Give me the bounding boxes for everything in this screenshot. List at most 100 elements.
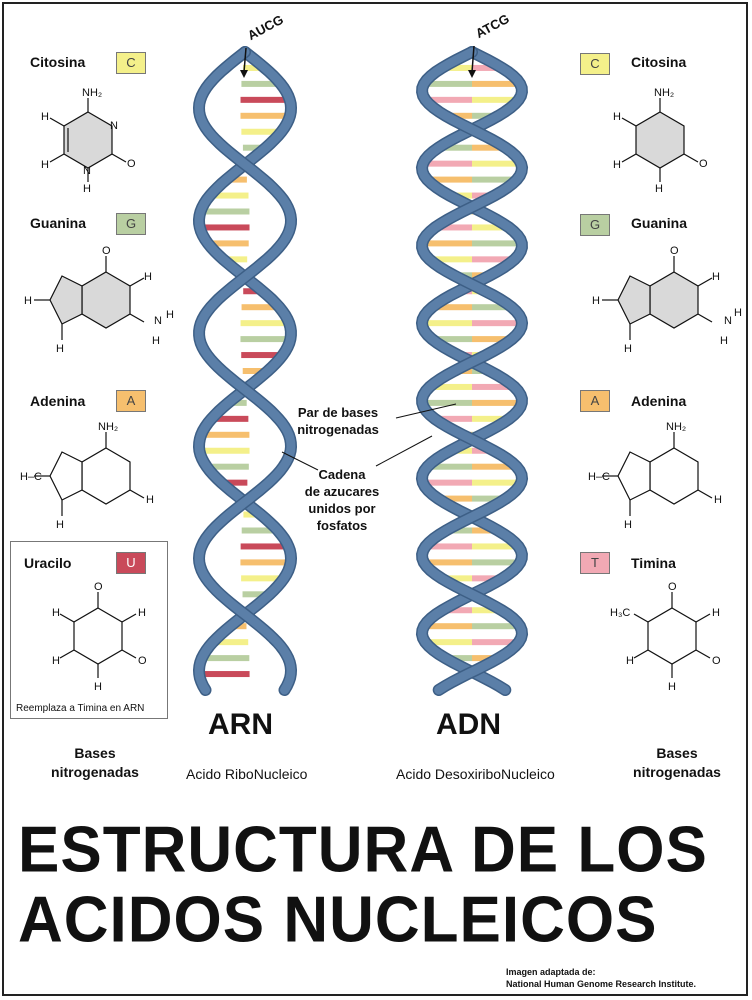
dna-base-half (423, 559, 472, 566)
svg-text:H: H (83, 183, 91, 194)
dna-base-half (472, 495, 506, 502)
rna-sequence-arrowhead (240, 70, 248, 78)
main-title-line-1: ESTRUCTURA DE LOS (18, 813, 708, 887)
uracil-replaces-thymine-note: Reemplaza a Timina en ARN (16, 703, 145, 714)
rna-base (241, 575, 284, 582)
rna-base (242, 368, 268, 374)
svg-text:H: H (52, 655, 60, 667)
svg-text:H: H (138, 607, 146, 619)
dna-base-half (472, 479, 522, 486)
left-cytosine-badge: C (116, 52, 146, 74)
right-guanine-structure: OHN HH HH (592, 245, 742, 355)
rna-base (206, 463, 249, 470)
helix-backbone (417, 47, 527, 695)
right-bases-caption: Bases nitrogenadas (633, 745, 721, 780)
svg-text:O: O (699, 158, 708, 170)
svg-text:N: N (724, 315, 732, 327)
left-guanine-label: Guanina (30, 215, 87, 231)
left-uracil-badge: U (116, 552, 146, 574)
rna-title: ARN (208, 708, 273, 741)
rna-base (226, 176, 247, 183)
svg-text:O: O (127, 158, 136, 170)
svg-text:N: N (154, 315, 162, 327)
svg-text:H: H (655, 183, 663, 194)
right-guanine-badge: G (580, 214, 610, 236)
svg-text:O: O (102, 245, 111, 257)
svg-text:H: H (56, 519, 64, 531)
rna-base (242, 591, 270, 598)
dna-base-half (425, 96, 472, 103)
dna-base-half (472, 639, 519, 646)
rna-base (241, 352, 283, 359)
rna-base (200, 208, 250, 215)
left-adenine-label: Adenina (30, 393, 86, 409)
svg-text:H–C: H–C (20, 471, 42, 483)
left-guanine-badge: G (116, 213, 146, 235)
dna-base-half (472, 336, 513, 343)
dna-base-half (422, 399, 472, 406)
dna-base-half (427, 463, 472, 470)
dna-base-half (431, 336, 472, 343)
dna-base-half (429, 383, 472, 390)
right-adenine-label: Adenina (631, 393, 687, 409)
svg-text:H–C: H–C (588, 471, 610, 483)
dna-sequence-arrowhead (468, 70, 476, 78)
dna-base-half (472, 240, 522, 247)
svg-text:H: H (714, 494, 722, 506)
main-title-line-2: ACIDOS NUCLEICOS (18, 883, 658, 957)
right-cytosine-badge: C (580, 53, 610, 75)
rna-base (201, 655, 250, 662)
svg-text:O: O (94, 581, 103, 593)
dna-full-name: Acido DesoxiriboNucleico (396, 766, 555, 782)
rna-base (212, 639, 249, 646)
dna-base-half (472, 256, 515, 263)
dna-base-half (445, 655, 472, 662)
dna-base-half (422, 479, 472, 486)
dna-base-half (472, 176, 517, 183)
svg-text:H: H (712, 607, 720, 619)
left-guanine-structure: OHN HH HH (24, 245, 174, 355)
dna-base-half (472, 559, 521, 566)
left-uracil-structure: OHO HHH (52, 581, 147, 693)
dna-base-half (472, 96, 519, 103)
dna-base-half (472, 383, 515, 390)
rna-base (199, 224, 250, 231)
right-cytosine-label: Citosina (631, 54, 687, 70)
dna-base-half (432, 304, 472, 311)
svg-text:NH₂: NH₂ (82, 87, 102, 99)
rna-base (209, 192, 249, 199)
dna-base-half (472, 64, 503, 71)
dna-helix (415, 46, 529, 696)
sugar-chain-leader-rna (281, 451, 319, 471)
rna-base (201, 431, 250, 438)
svg-text:H: H (41, 111, 49, 123)
dna-base-half (423, 80, 472, 87)
base-pair-callout: Par de bases nitrogenadas (297, 405, 379, 437)
dna-base-half (472, 112, 499, 119)
svg-text:N: N (110, 120, 118, 132)
svg-text:H: H (668, 681, 676, 693)
rna-base (240, 543, 289, 550)
svg-text:H₃C: H₃C (610, 607, 630, 619)
dna-base-half (438, 495, 472, 502)
svg-text:O: O (670, 245, 679, 257)
dna-base-half (427, 176, 472, 183)
dna-base-half (472, 543, 519, 550)
left-cytosine-label: Citosina (30, 54, 86, 70)
right-adenine-badge: A (580, 390, 610, 412)
svg-text:H: H (41, 159, 49, 171)
rna-helix (192, 46, 298, 696)
rna-sequence-arrow (243, 47, 247, 73)
helix-backbone (194, 47, 296, 695)
dna-title: ADN (436, 708, 501, 741)
right-thymine-badge: T (580, 552, 610, 574)
dna-base-half (445, 527, 472, 534)
dna-base-half (472, 80, 521, 87)
rna-base (199, 671, 250, 678)
dna-base-half (472, 655, 499, 662)
svg-text:H: H (613, 159, 621, 171)
